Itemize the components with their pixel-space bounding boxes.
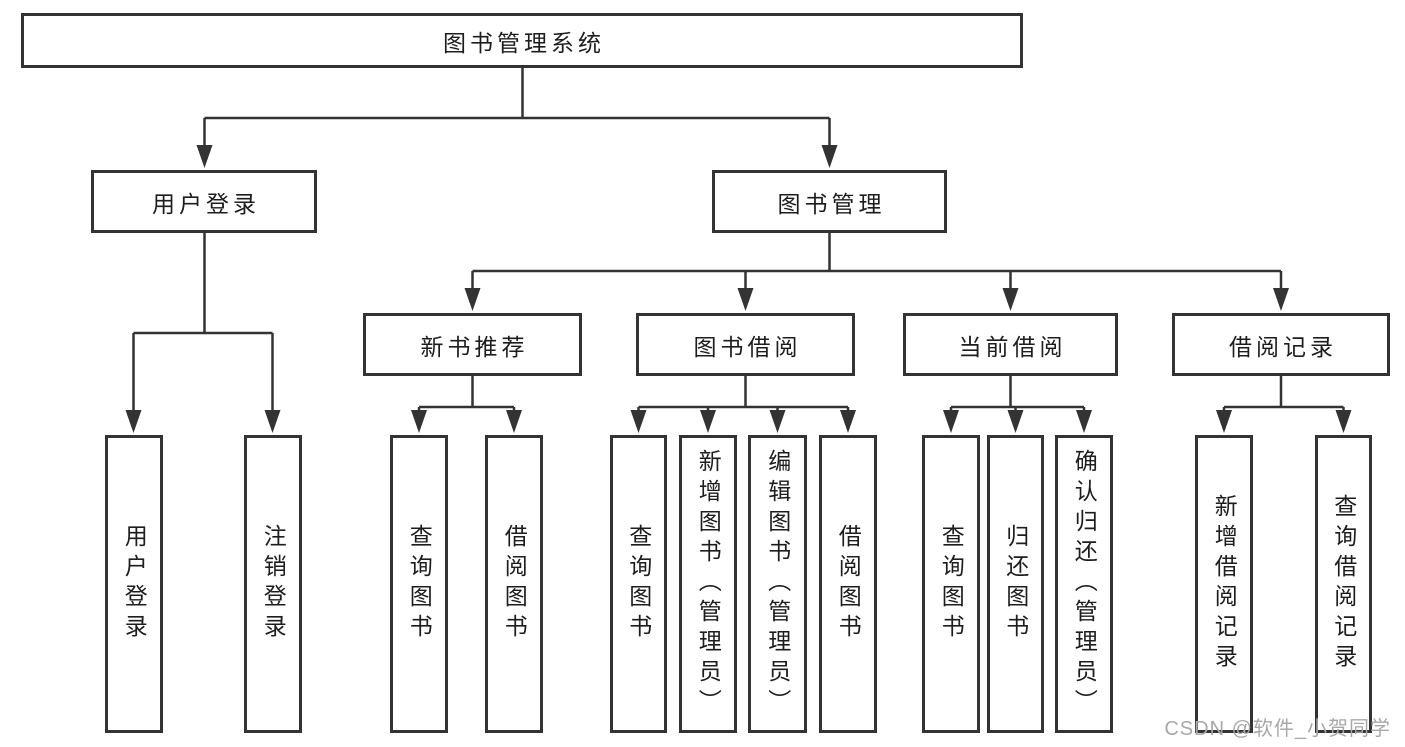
- node-book-borrowing: 图书借阅: [636, 313, 855, 376]
- node-book-management: 图书管理: [712, 170, 947, 233]
- node-user-login: 用户登录: [91, 170, 317, 233]
- leaf-current-confirm-return-admin-label: 确认归还（管理员）: [1071, 449, 1098, 719]
- leaf-borrow-add-book-admin-label: 新增图书（管理员）: [695, 449, 722, 719]
- node-user-login-label: 用户登录: [152, 190, 260, 217]
- leaf-current-return-book-label: 归还图书: [1002, 524, 1029, 644]
- leaf-current-query-book: 查询图书: [922, 435, 980, 733]
- leaf-borrow-add-book-admin: 新增图书（管理员）: [679, 435, 737, 733]
- leaf-current-confirm-return-admin: 确认归还（管理员）: [1055, 435, 1113, 733]
- node-borrowing-records: 借阅记录: [1172, 313, 1390, 376]
- leaf-borrow-edit-book-admin: 编辑图书（管理员）: [748, 435, 807, 733]
- node-current-borrowing-label: 当前借阅: [958, 333, 1067, 360]
- arrowheads: [125, 145, 1352, 433]
- leaf-newbook-borrow-book-label: 借阅图书: [501, 524, 528, 644]
- leaf-borrow-query-book-label: 查询图书: [625, 524, 652, 644]
- node-current-borrowing: 当前借阅: [903, 313, 1118, 376]
- leaf-borrow-query-book: 查询图书: [610, 435, 667, 733]
- node-new-book-recommend-label: 新书推荐: [420, 333, 529, 360]
- node-borrowing-records-label: 借阅记录: [1229, 333, 1337, 360]
- leaf-current-query-book-label: 查询图书: [938, 524, 965, 644]
- leaf-newbook-query-book-label: 查询图书: [406, 524, 433, 644]
- leaf-newbook-query-book: 查询图书: [390, 435, 448, 733]
- leaf-logout-login-label: 注销登录: [260, 524, 287, 644]
- leaf-borrow-borrow-book: 借阅图书: [819, 435, 877, 733]
- node-new-book-recommend: 新书推荐: [363, 313, 582, 376]
- leaf-current-return-book: 归还图书: [987, 435, 1044, 733]
- node-root-label: 图书管理系统: [443, 29, 605, 56]
- leaf-borrow-edit-book-admin-label: 编辑图书（管理员）: [764, 449, 791, 719]
- leaf-records-add-borrow-record-label: 新增借阅记录: [1211, 494, 1238, 674]
- csdn-watermark: CSDN @软件_小贺同学: [1164, 718, 1391, 740]
- node-root: 图书管理系统: [21, 13, 1023, 68]
- leaf-records-query-borrow-record: 查询借阅记录: [1315, 435, 1372, 733]
- leaf-user-login: 用户登录: [105, 435, 163, 733]
- leaf-newbook-borrow-book: 借阅图书: [485, 435, 543, 733]
- leaf-logout-login: 注销登录: [244, 435, 302, 733]
- leaf-borrow-borrow-book-label: 借阅图书: [835, 524, 862, 644]
- leaf-records-query-borrow-record-label: 查询借阅记录: [1330, 494, 1357, 674]
- node-book-management-label: 图书管理: [777, 190, 886, 217]
- leaf-records-add-borrow-record: 新增借阅记录: [1195, 435, 1253, 733]
- node-book-borrowing-label: 图书借阅: [693, 333, 802, 360]
- leaf-user-login-label: 用户登录: [121, 524, 148, 644]
